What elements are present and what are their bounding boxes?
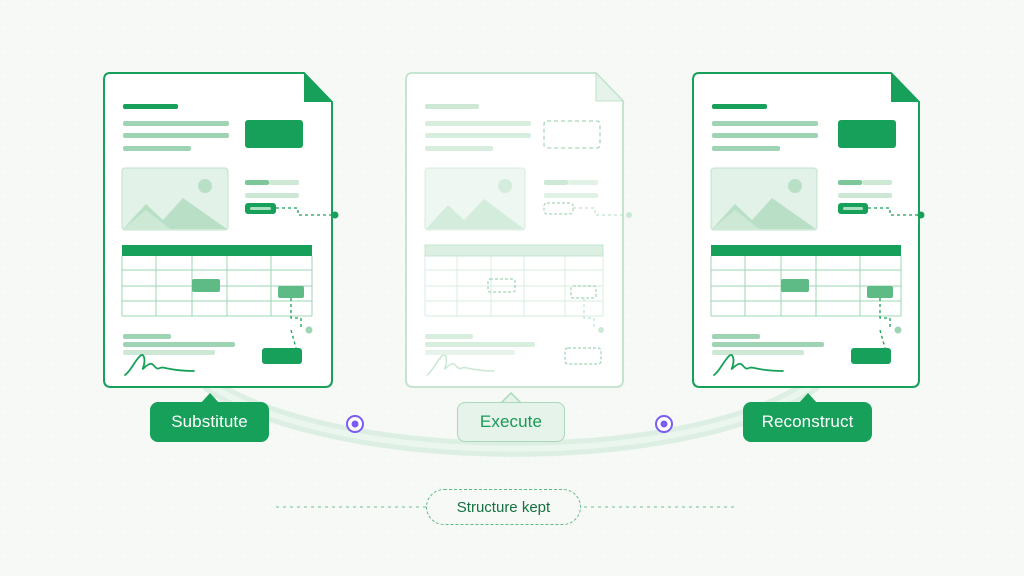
image-placeholder-icon (424, 167, 526, 231)
image-placeholder-icon (121, 167, 229, 231)
flow-node-icon (346, 415, 364, 433)
document-substitute (103, 72, 339, 388)
structure-kept-badge: Structure kept (426, 489, 581, 525)
signature-icon (124, 354, 195, 376)
label-pointer (798, 393, 818, 404)
document-icon (595, 71, 625, 102)
document-icon (304, 73, 332, 102)
document-execute (405, 71, 632, 388)
image-placeholder-icon (710, 167, 818, 231)
signature-icon (426, 354, 495, 376)
stage-label-execute: Execute (457, 402, 565, 442)
stage-label-reconstruct: Reconstruct (743, 402, 872, 442)
signature-icon (713, 354, 784, 376)
document-icon (891, 73, 919, 102)
flow-node-icon (655, 415, 673, 433)
stage-label-substitute: Substitute (150, 402, 269, 442)
document-reconstruct (692, 72, 925, 388)
label-pointer (200, 393, 220, 404)
